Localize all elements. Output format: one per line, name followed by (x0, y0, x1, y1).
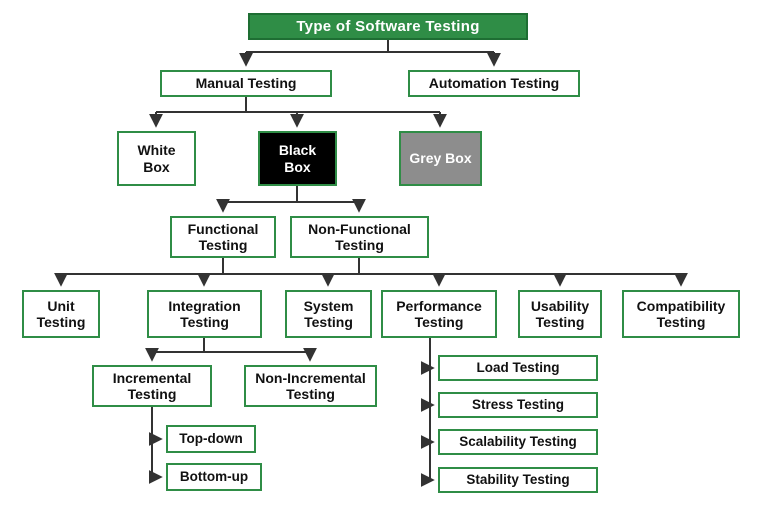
node-automation-testing: Automation Testing (408, 70, 580, 97)
node-grey-box: Grey Box (399, 131, 482, 186)
node-white-box: White Box (117, 131, 196, 186)
node-load-testing: Load Testing (438, 355, 598, 381)
node-manual-testing: Manual Testing (160, 70, 332, 97)
node-stability-testing: Stability Testing (438, 467, 598, 493)
node-black-box: Black Box (258, 131, 337, 186)
node-performance-testing: Performance Testing (381, 290, 497, 338)
node-functional-testing: Functional Testing (170, 216, 276, 258)
node-system-testing: System Testing (285, 290, 372, 338)
node-title: Type of Software Testing (248, 13, 528, 40)
node-integration-testing: Integration Testing (147, 290, 262, 338)
node-stress-testing: Stress Testing (438, 392, 598, 418)
node-scalability-testing: Scalability Testing (438, 429, 598, 455)
node-usability-testing: Usability Testing (518, 290, 602, 338)
node-non-incremental-testing: Non-Incremental Testing (244, 365, 377, 407)
node-unit-testing: Unit Testing (22, 290, 100, 338)
node-bottom-up: Bottom-up (166, 463, 262, 491)
node-top-down: Top-down (166, 425, 256, 453)
node-non-functional-testing: Non-Functional Testing (290, 216, 429, 258)
node-incremental-testing: Incremental Testing (92, 365, 212, 407)
node-compatibility-testing: Compatibility Testing (622, 290, 740, 338)
